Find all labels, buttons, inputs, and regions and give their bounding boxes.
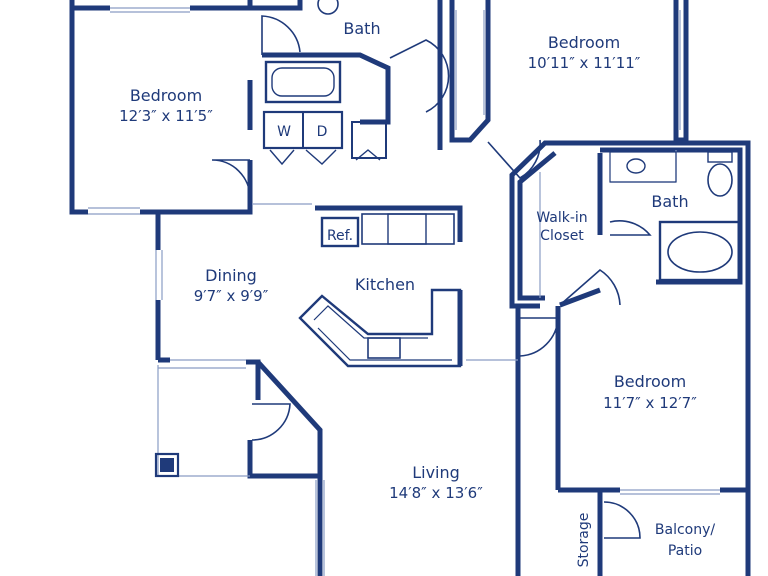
kitchen-counter-back bbox=[361, 213, 455, 245]
window-left-top bbox=[110, 7, 190, 13]
room-bedroom-right-label: Bedroom bbox=[614, 372, 686, 391]
door-right-bath bbox=[609, 220, 652, 236]
wall-walkin-inner bbox=[517, 151, 557, 301]
wall-diagonal bbox=[256, 360, 323, 476]
window-top-bed bbox=[455, 10, 485, 130]
room-walkin-label-2: Closet bbox=[540, 228, 584, 244]
door-bath-top bbox=[261, 15, 301, 55]
dryer-label: D bbox=[317, 124, 328, 140]
labels: Bath Bedroom 12′3″ x 11′5″ Bedroom 10′11… bbox=[119, 19, 715, 567]
room-storage-label: Storage bbox=[576, 513, 592, 568]
window-left-bottom bbox=[88, 207, 140, 215]
vanity-right bbox=[609, 151, 677, 183]
door-walkin bbox=[559, 268, 621, 306]
room-bath-top-label: Bath bbox=[343, 19, 380, 38]
kitchen-sink-icon bbox=[367, 337, 401, 359]
wall-bath-right-bottom bbox=[600, 147, 743, 285]
laundry-doors bbox=[269, 149, 337, 166]
room-kitchen-label: Kitchen bbox=[355, 275, 415, 294]
bath-edge bbox=[610, 150, 677, 183]
wall-storage bbox=[558, 487, 748, 576]
room-bedroom-top-dims: 10′11″ x 11′11″ bbox=[528, 54, 641, 72]
refrigerator-label: Ref. bbox=[327, 228, 353, 244]
wall-right-wing bbox=[562, 140, 751, 576]
wall-top-bedroom-left bbox=[449, 0, 491, 143]
kitchen-opening bbox=[252, 203, 518, 361]
right-bed-window bbox=[620, 489, 720, 495]
bathtub-top-basin bbox=[271, 67, 335, 97]
wall-top-bedroom-right bbox=[673, 0, 689, 143]
bathtub-top-icon bbox=[264, 60, 342, 104]
door-right-bedroom bbox=[519, 317, 559, 357]
wall-left-bedroom-bottom bbox=[140, 160, 253, 215]
bathtub-right-basin bbox=[667, 231, 733, 273]
room-dining-dims: 9′7″ x 9′9″ bbox=[194, 287, 269, 305]
walls bbox=[69, 0, 751, 576]
dining-window bbox=[155, 250, 163, 300]
room-balcony-label-1: Balcony/ bbox=[655, 522, 715, 538]
fixtures bbox=[154, 0, 742, 478]
patio-post-inner bbox=[160, 458, 174, 472]
toilet-right-icon bbox=[707, 163, 733, 197]
room-bedroom-top-label: Bedroom bbox=[548, 33, 620, 52]
wall-dining-living bbox=[246, 359, 323, 576]
wall-dining-left bbox=[155, 212, 170, 363]
room-bath-right-label: Bath bbox=[651, 192, 688, 211]
wall-kitchen-back bbox=[315, 205, 463, 242]
bathtub-right-icon bbox=[658, 220, 742, 282]
wall-left-bedroom bbox=[69, 0, 88, 215]
room-living-label: Living bbox=[412, 463, 460, 482]
room-bedroom-right-dims: 11′7″ x 12′7″ bbox=[603, 394, 697, 412]
room-walkin-label-1: Walk-in bbox=[536, 210, 587, 226]
door-entry bbox=[251, 403, 291, 441]
room-bedroom-left-label: Bedroom bbox=[130, 86, 202, 105]
toilet-top-icon bbox=[317, 0, 339, 15]
wall-right-bedroom-left bbox=[515, 306, 561, 490]
washer-label: W bbox=[277, 124, 291, 140]
door-storage bbox=[603, 501, 641, 539]
linen-closet bbox=[351, 121, 387, 159]
kitchen-peninsula bbox=[298, 288, 462, 368]
living-slider bbox=[315, 480, 325, 576]
wall-left-bedroom-top bbox=[72, 0, 303, 11]
wall-walkin-bath-divider bbox=[559, 153, 603, 308]
sink-right-icon bbox=[626, 158, 646, 174]
range-icon bbox=[387, 213, 427, 245]
wall-walkin-closet bbox=[509, 140, 562, 309]
thin-lines bbox=[88, 7, 720, 576]
doors bbox=[211, 15, 652, 539]
patio-post bbox=[154, 452, 180, 478]
room-dining-label: Dining bbox=[205, 266, 257, 285]
door-top-bedroom bbox=[487, 139, 541, 180]
door-left-bedroom bbox=[211, 159, 251, 199]
linen-door bbox=[355, 149, 381, 161]
room-bedroom-left-dims: 12′3″ x 11′5″ bbox=[119, 107, 213, 125]
room-balcony-label-2: Patio bbox=[668, 543, 702, 559]
toilet-tank-right bbox=[707, 151, 733, 163]
door-bath-top-right bbox=[389, 39, 450, 113]
room-living-dims: 14′8″ x 13′6″ bbox=[389, 484, 483, 502]
refrigerator-icon bbox=[320, 216, 360, 248]
